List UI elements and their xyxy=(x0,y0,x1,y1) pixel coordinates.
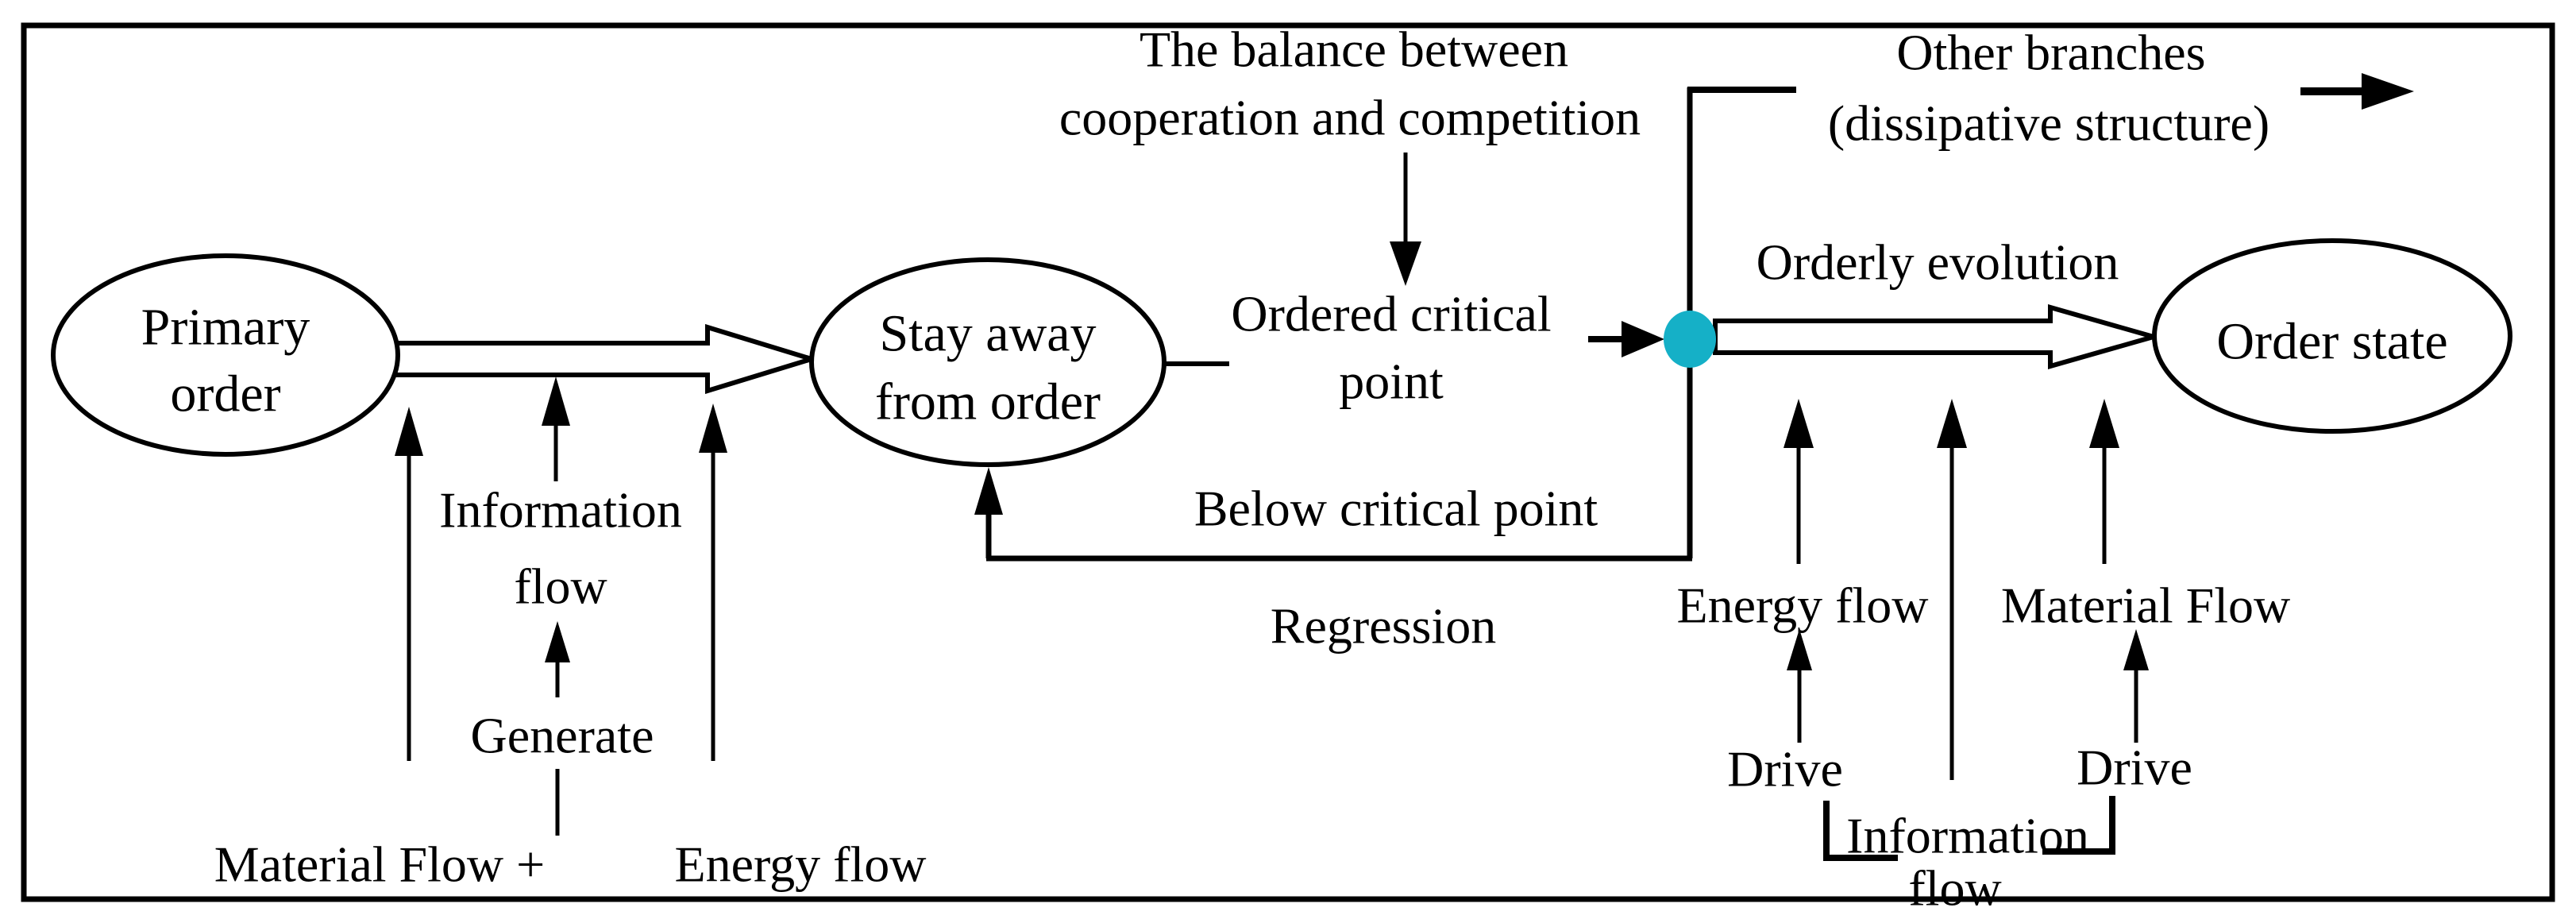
arrow-material-up-left-head xyxy=(395,407,423,456)
node-stay-away-from-order xyxy=(809,257,1167,467)
label-energy-flow-left: Energy flow xyxy=(675,836,927,893)
arrow-drive-right-up-head xyxy=(2123,629,2149,670)
label-below-critical-point: Below critical point xyxy=(1194,481,1598,537)
bracket-left-icon xyxy=(1823,801,1898,861)
node-primary-order-label: order xyxy=(170,365,280,423)
label-material-flow-right: Material Flow xyxy=(2001,577,2290,634)
arrow-primary-to-stayaway xyxy=(392,323,820,395)
label-regression: Regression xyxy=(1271,598,1496,654)
node-primary-order xyxy=(51,253,400,457)
label-flow-right: flow xyxy=(1908,860,2001,917)
label-generate: Generate xyxy=(471,708,654,764)
label-other-branches-line1: Other branches xyxy=(1896,25,2205,81)
node-order-state-label: Order state xyxy=(2216,313,2447,371)
label-information-left-line1: Information xyxy=(439,482,682,539)
label-information-left-line2: flow xyxy=(514,558,607,615)
node-stay-away-from-order-label: Stay away xyxy=(879,305,1096,363)
label-drive-right: Drive xyxy=(2077,739,2192,796)
arrow-energy-up-left-head xyxy=(699,404,727,453)
arrow-drive-left-up-head xyxy=(1787,629,1812,670)
label-ordered-critical-line1: Ordered critical xyxy=(1231,286,1551,342)
node-primary-order-label: Primary xyxy=(141,299,310,357)
arrow-information-up-left-head xyxy=(542,376,570,426)
label-material-flow-plus: Material Flow + xyxy=(214,836,545,893)
label-ordered-critical-line2: point xyxy=(1339,353,1444,410)
label-balance-line1: The balance between xyxy=(1140,21,1568,78)
arrow-generate-to-flow-head xyxy=(545,621,570,662)
label-orderly-evolution: Orderly evolution xyxy=(1757,234,2119,291)
label-other-branches-line2: (dissipative structure) xyxy=(1828,95,2269,152)
arrow-regression-up-head xyxy=(974,467,1003,515)
arrow-material-up-right-head xyxy=(2089,399,2119,448)
arrow-balance-down-head xyxy=(1390,241,1421,286)
arrow-other-branches-out-head xyxy=(2362,73,2414,110)
arrow-energy-up-right-head xyxy=(1784,399,1814,448)
node-order-state xyxy=(2152,238,2512,434)
arrow-orderly-evolution xyxy=(1713,304,2162,369)
label-balance-line2: cooperation and competition xyxy=(1059,90,1641,146)
bracket-right-icon xyxy=(2042,796,2115,855)
label-energy-flow-right: Energy flow xyxy=(1677,577,1929,634)
node-stay-away-from-order-label: from order xyxy=(875,373,1101,431)
arrow-critical-to-junction-head xyxy=(1622,321,1664,357)
figure-border xyxy=(21,22,2555,902)
critical-point-dot xyxy=(1664,311,1716,368)
label-drive-left: Drive xyxy=(1727,741,1843,797)
arrow-information-up-right-head xyxy=(1937,399,1967,448)
